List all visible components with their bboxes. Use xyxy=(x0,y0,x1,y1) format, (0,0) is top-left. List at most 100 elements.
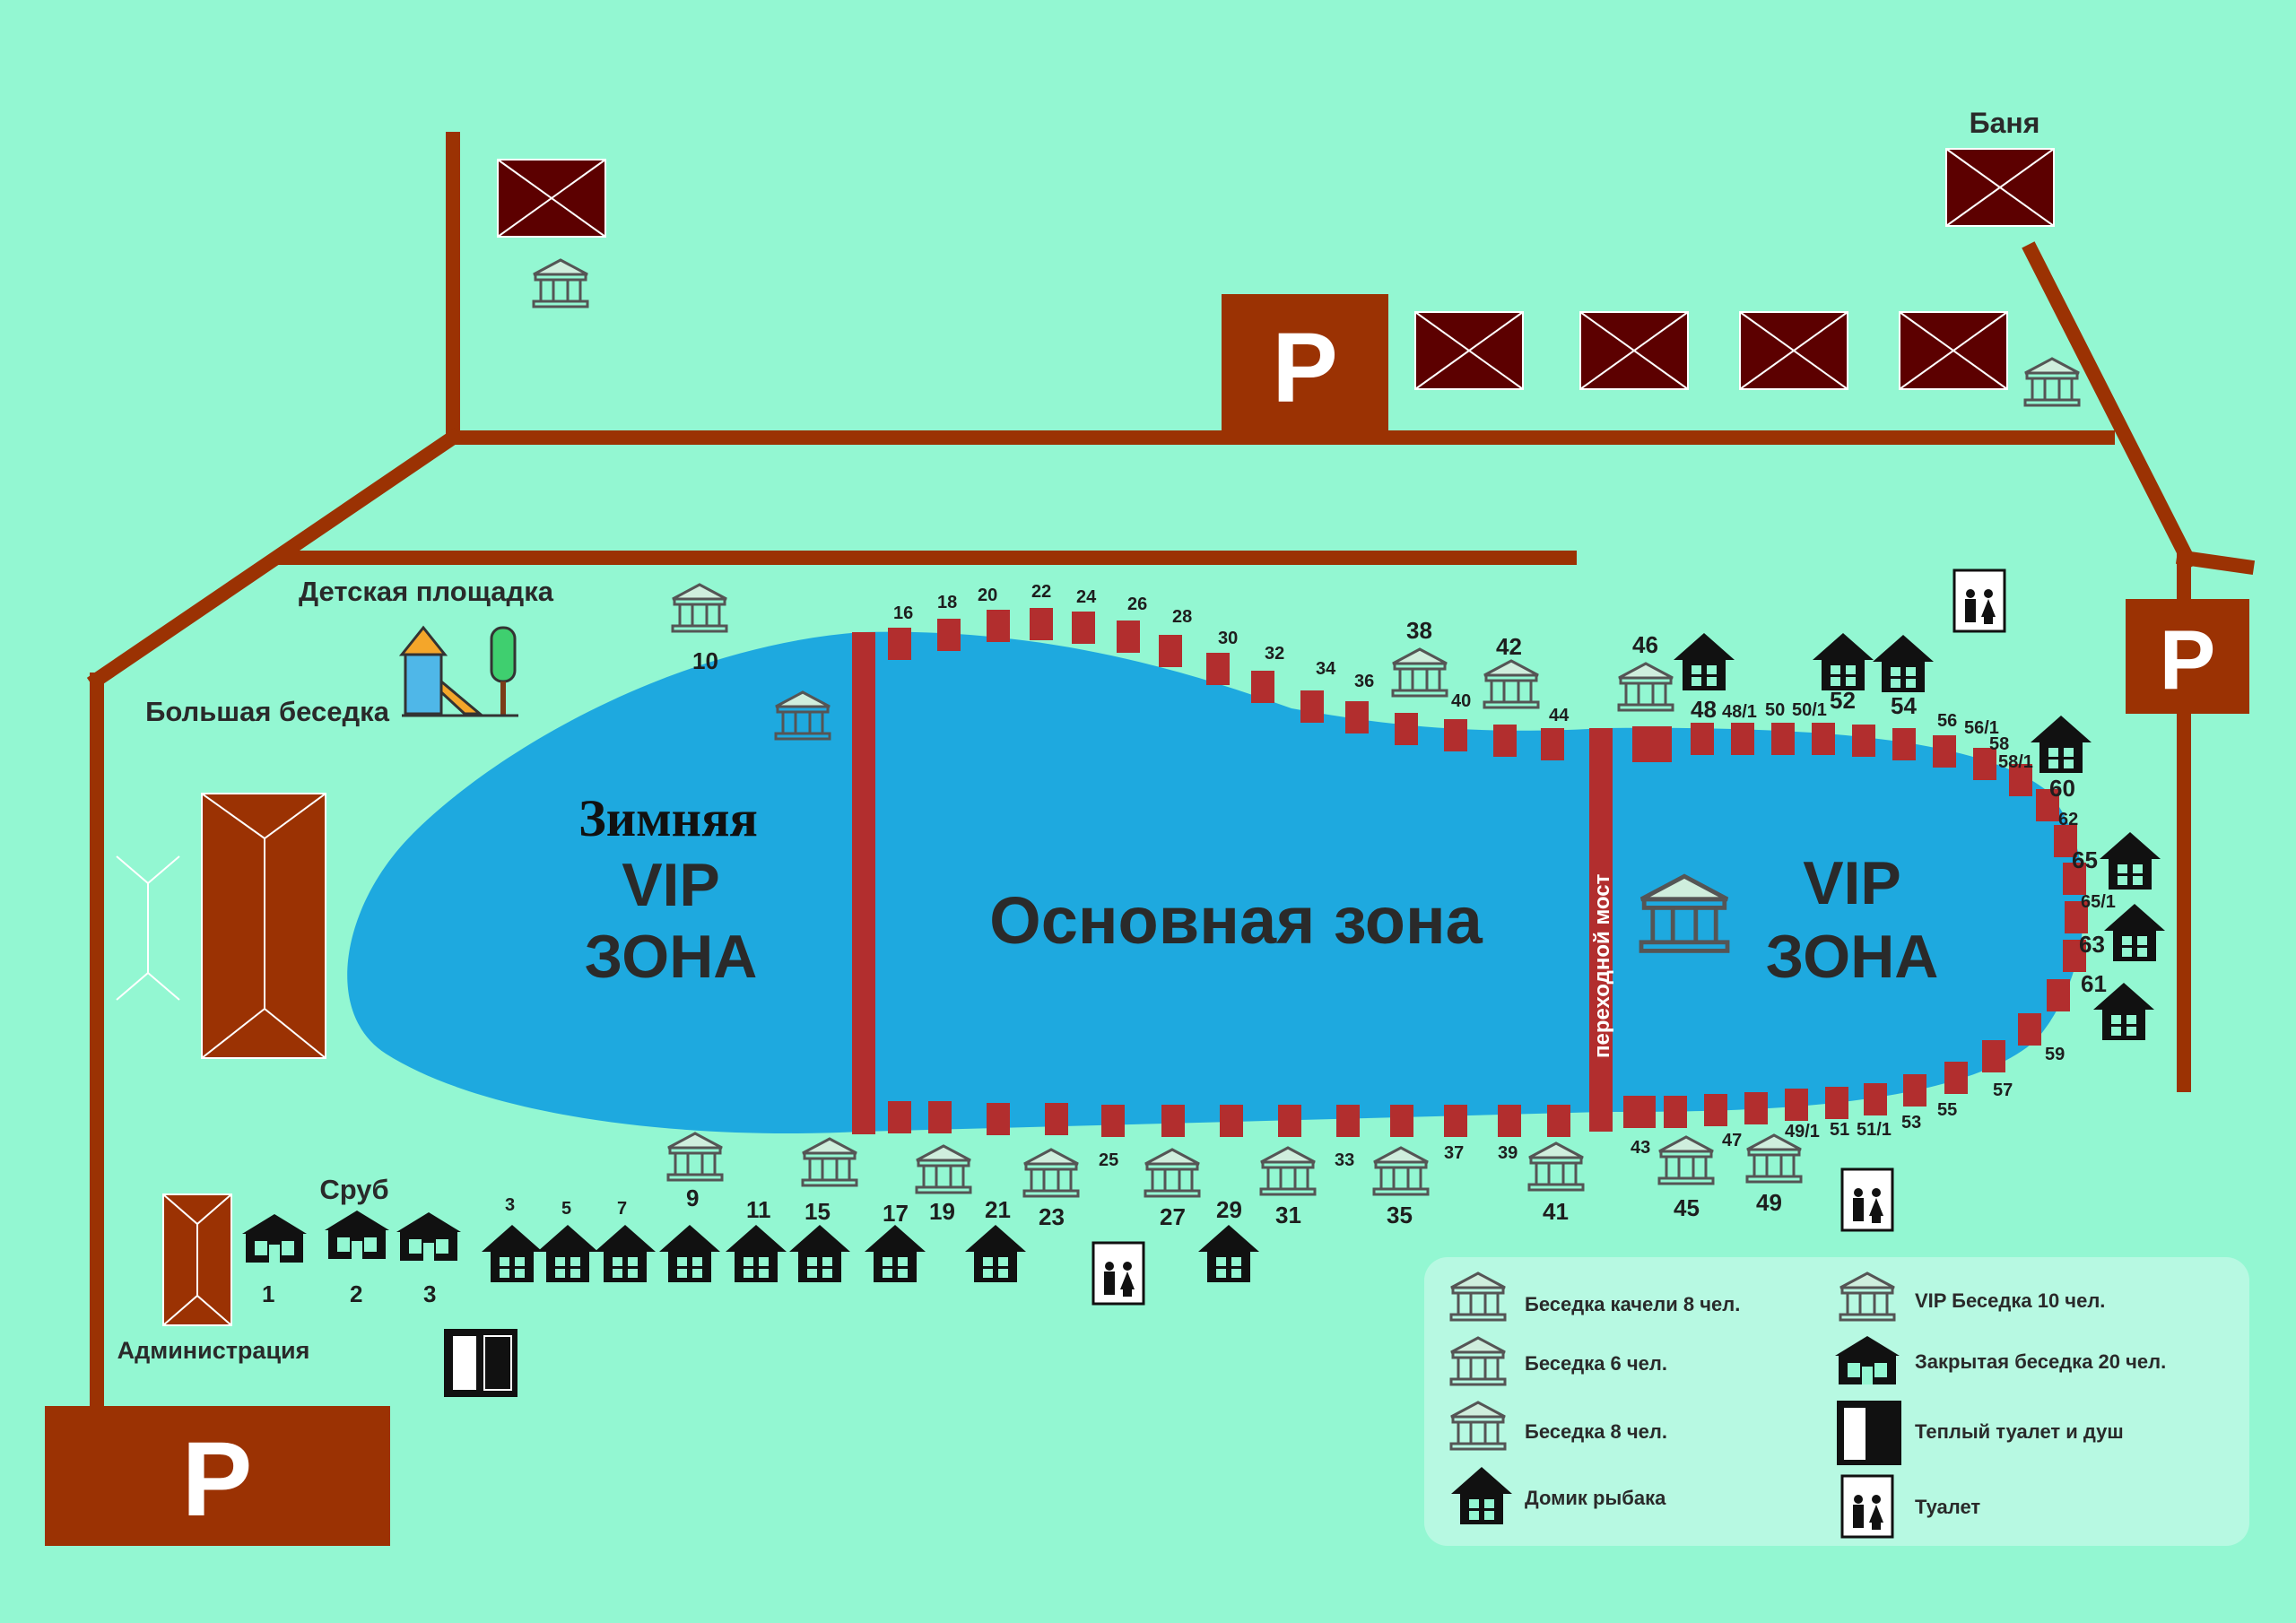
hut-icon[interactable] xyxy=(865,1225,926,1282)
svg-text:30: 30 xyxy=(1218,629,1238,648)
legend: Беседка качели 8 чел. Беседка 6 чел. Бес… xyxy=(1424,1257,2249,1546)
hut-icon-65[interactable] xyxy=(2100,832,2161,890)
hut-icon[interactable] xyxy=(659,1225,720,1282)
svg-text:5: 5 xyxy=(561,1199,571,1219)
gazebo-icon[interactable] xyxy=(2023,357,2081,407)
parking-top-label: P xyxy=(1272,313,1337,423)
gazebo-icon-38[interactable] xyxy=(1391,647,1448,698)
svg-text:50/1: 50/1 xyxy=(1792,700,1827,720)
svg-text:57: 57 xyxy=(1993,1081,2013,1100)
gazebo-icon[interactable] xyxy=(1022,1148,1080,1198)
hut-icon[interactable] xyxy=(789,1225,850,1282)
hut-icon[interactable] xyxy=(595,1225,656,1282)
gazebo-icon-46[interactable] xyxy=(1617,662,1674,712)
wc-icon[interactable] xyxy=(1091,1241,1145,1306)
closed-gazebo-icon-2[interactable] xyxy=(325,1211,389,1259)
main-zone-label: Основная зона xyxy=(989,883,1483,958)
hut-icon-48[interactable] xyxy=(1674,633,1735,690)
svg-text:49: 49 xyxy=(1756,1189,1782,1216)
gazebo-icon[interactable] xyxy=(1745,1133,1803,1184)
svg-text:31: 31 xyxy=(1275,1202,1301,1228)
hut-icon[interactable] xyxy=(1198,1225,1259,1282)
docks xyxy=(888,608,2088,1137)
svg-text:56/1: 56/1 xyxy=(1964,718,1999,738)
hut-icon[interactable] xyxy=(482,1225,543,1282)
hut-icon[interactable] xyxy=(537,1225,598,1282)
hut-icon[interactable] xyxy=(726,1225,787,1282)
big-gazebo-label: Большая беседка xyxy=(145,696,390,727)
svg-text:53: 53 xyxy=(1901,1113,1921,1133)
gazebo-icon[interactable] xyxy=(1527,1141,1585,1192)
administration-building[interactable] xyxy=(162,1193,232,1326)
hut-icon[interactable] xyxy=(965,1225,1026,1282)
gazebo-icon[interactable] xyxy=(801,1137,858,1187)
gazebo-icon[interactable] xyxy=(1144,1148,1201,1198)
svg-text:51: 51 xyxy=(1830,1120,1849,1140)
svg-text:40: 40 xyxy=(1451,691,1471,711)
gazebo-icon[interactable] xyxy=(915,1144,972,1194)
roads xyxy=(86,132,2256,1415)
closed-gazebo-icon-1[interactable] xyxy=(242,1214,307,1263)
wc-icon[interactable] xyxy=(1840,1167,1894,1232)
svg-text:9: 9 xyxy=(686,1185,699,1211)
svg-text:48: 48 xyxy=(1691,696,1717,723)
svg-text:3: 3 xyxy=(423,1280,436,1307)
svg-text:38: 38 xyxy=(1406,617,1432,644)
gazebo-icon[interactable] xyxy=(1372,1146,1430,1196)
parking-right-label: P xyxy=(2160,612,2216,707)
playground-icon[interactable] xyxy=(398,625,518,717)
banya-building[interactable] xyxy=(1945,148,2055,227)
svg-text:58: 58 xyxy=(1989,734,2009,754)
gazebo-icon[interactable] xyxy=(1657,1135,1715,1185)
building-top-left xyxy=(497,159,606,238)
parking-bottom-left[interactable]: P xyxy=(45,1406,390,1546)
gazebo-icon[interactable] xyxy=(666,1132,724,1182)
svg-text:65/1: 65/1 xyxy=(2081,892,2116,912)
parking-bottom-label: P xyxy=(182,1420,253,1539)
svg-text:34: 34 xyxy=(1316,659,1336,679)
parking-right[interactable]: P xyxy=(2126,599,2249,714)
building-3 xyxy=(1739,311,1848,390)
hut-icon-63[interactable] xyxy=(2104,904,2165,961)
svg-text:51/1: 51/1 xyxy=(1857,1120,1892,1140)
svg-text:55: 55 xyxy=(1937,1100,1957,1120)
svg-text:42: 42 xyxy=(1496,633,1522,660)
svg-text:11: 11 xyxy=(746,1196,771,1223)
svg-text:29: 29 xyxy=(1216,1196,1242,1223)
banya-label: Баня xyxy=(1970,107,2040,139)
svg-text:32: 32 xyxy=(1265,644,1284,664)
svg-text:52: 52 xyxy=(1830,687,1856,714)
hut-icon-54[interactable] xyxy=(1873,635,1934,692)
hut-icon-52[interactable] xyxy=(1813,633,1874,690)
winter-vip-zone-title: Зимняя xyxy=(578,789,758,847)
warm-wc-legend-icon xyxy=(1837,1401,1901,1465)
svg-text:46: 46 xyxy=(1632,631,1658,658)
gazebo-icon-42[interactable] xyxy=(1483,659,1540,709)
svg-text:61: 61 xyxy=(2081,970,2107,997)
warm-wc-shower-icon[interactable] xyxy=(444,1329,517,1397)
legend-wc: Туалет xyxy=(1915,1496,1980,1518)
bridge[interactable] xyxy=(1589,728,1613,1132)
svg-text:26: 26 xyxy=(1127,595,1147,614)
svg-text:16: 16 xyxy=(893,603,913,623)
svg-text:7: 7 xyxy=(617,1199,627,1219)
svg-text:36: 36 xyxy=(1354,672,1374,691)
svg-text:22: 22 xyxy=(1031,582,1051,602)
svg-text:37: 37 xyxy=(1444,1143,1464,1163)
closed-gazebo-icon-3[interactable] xyxy=(396,1212,461,1261)
svg-text:54: 54 xyxy=(1891,692,1917,719)
parking-top[interactable]: P xyxy=(1222,294,1388,438)
winter-vip-zone-zona: ЗОНА xyxy=(585,923,758,991)
gazebo-icon[interactable] xyxy=(532,258,589,308)
vip-zone-zona: ЗОНА xyxy=(1766,923,1939,991)
gazebo-icon[interactable] xyxy=(1259,1146,1317,1196)
hut-icon-60[interactable] xyxy=(2031,716,2092,773)
svg-text:15: 15 xyxy=(804,1198,831,1225)
vip-zone-vip: VIP xyxy=(1803,849,1901,917)
svg-text:24: 24 xyxy=(1076,587,1097,607)
svg-text:10: 10 xyxy=(692,647,718,674)
wc-icon[interactable] xyxy=(1952,568,2006,633)
big-gazebo[interactable] xyxy=(116,793,326,1059)
gazebo-icon-10[interactable] xyxy=(671,583,728,633)
building-1 xyxy=(1414,311,1524,390)
